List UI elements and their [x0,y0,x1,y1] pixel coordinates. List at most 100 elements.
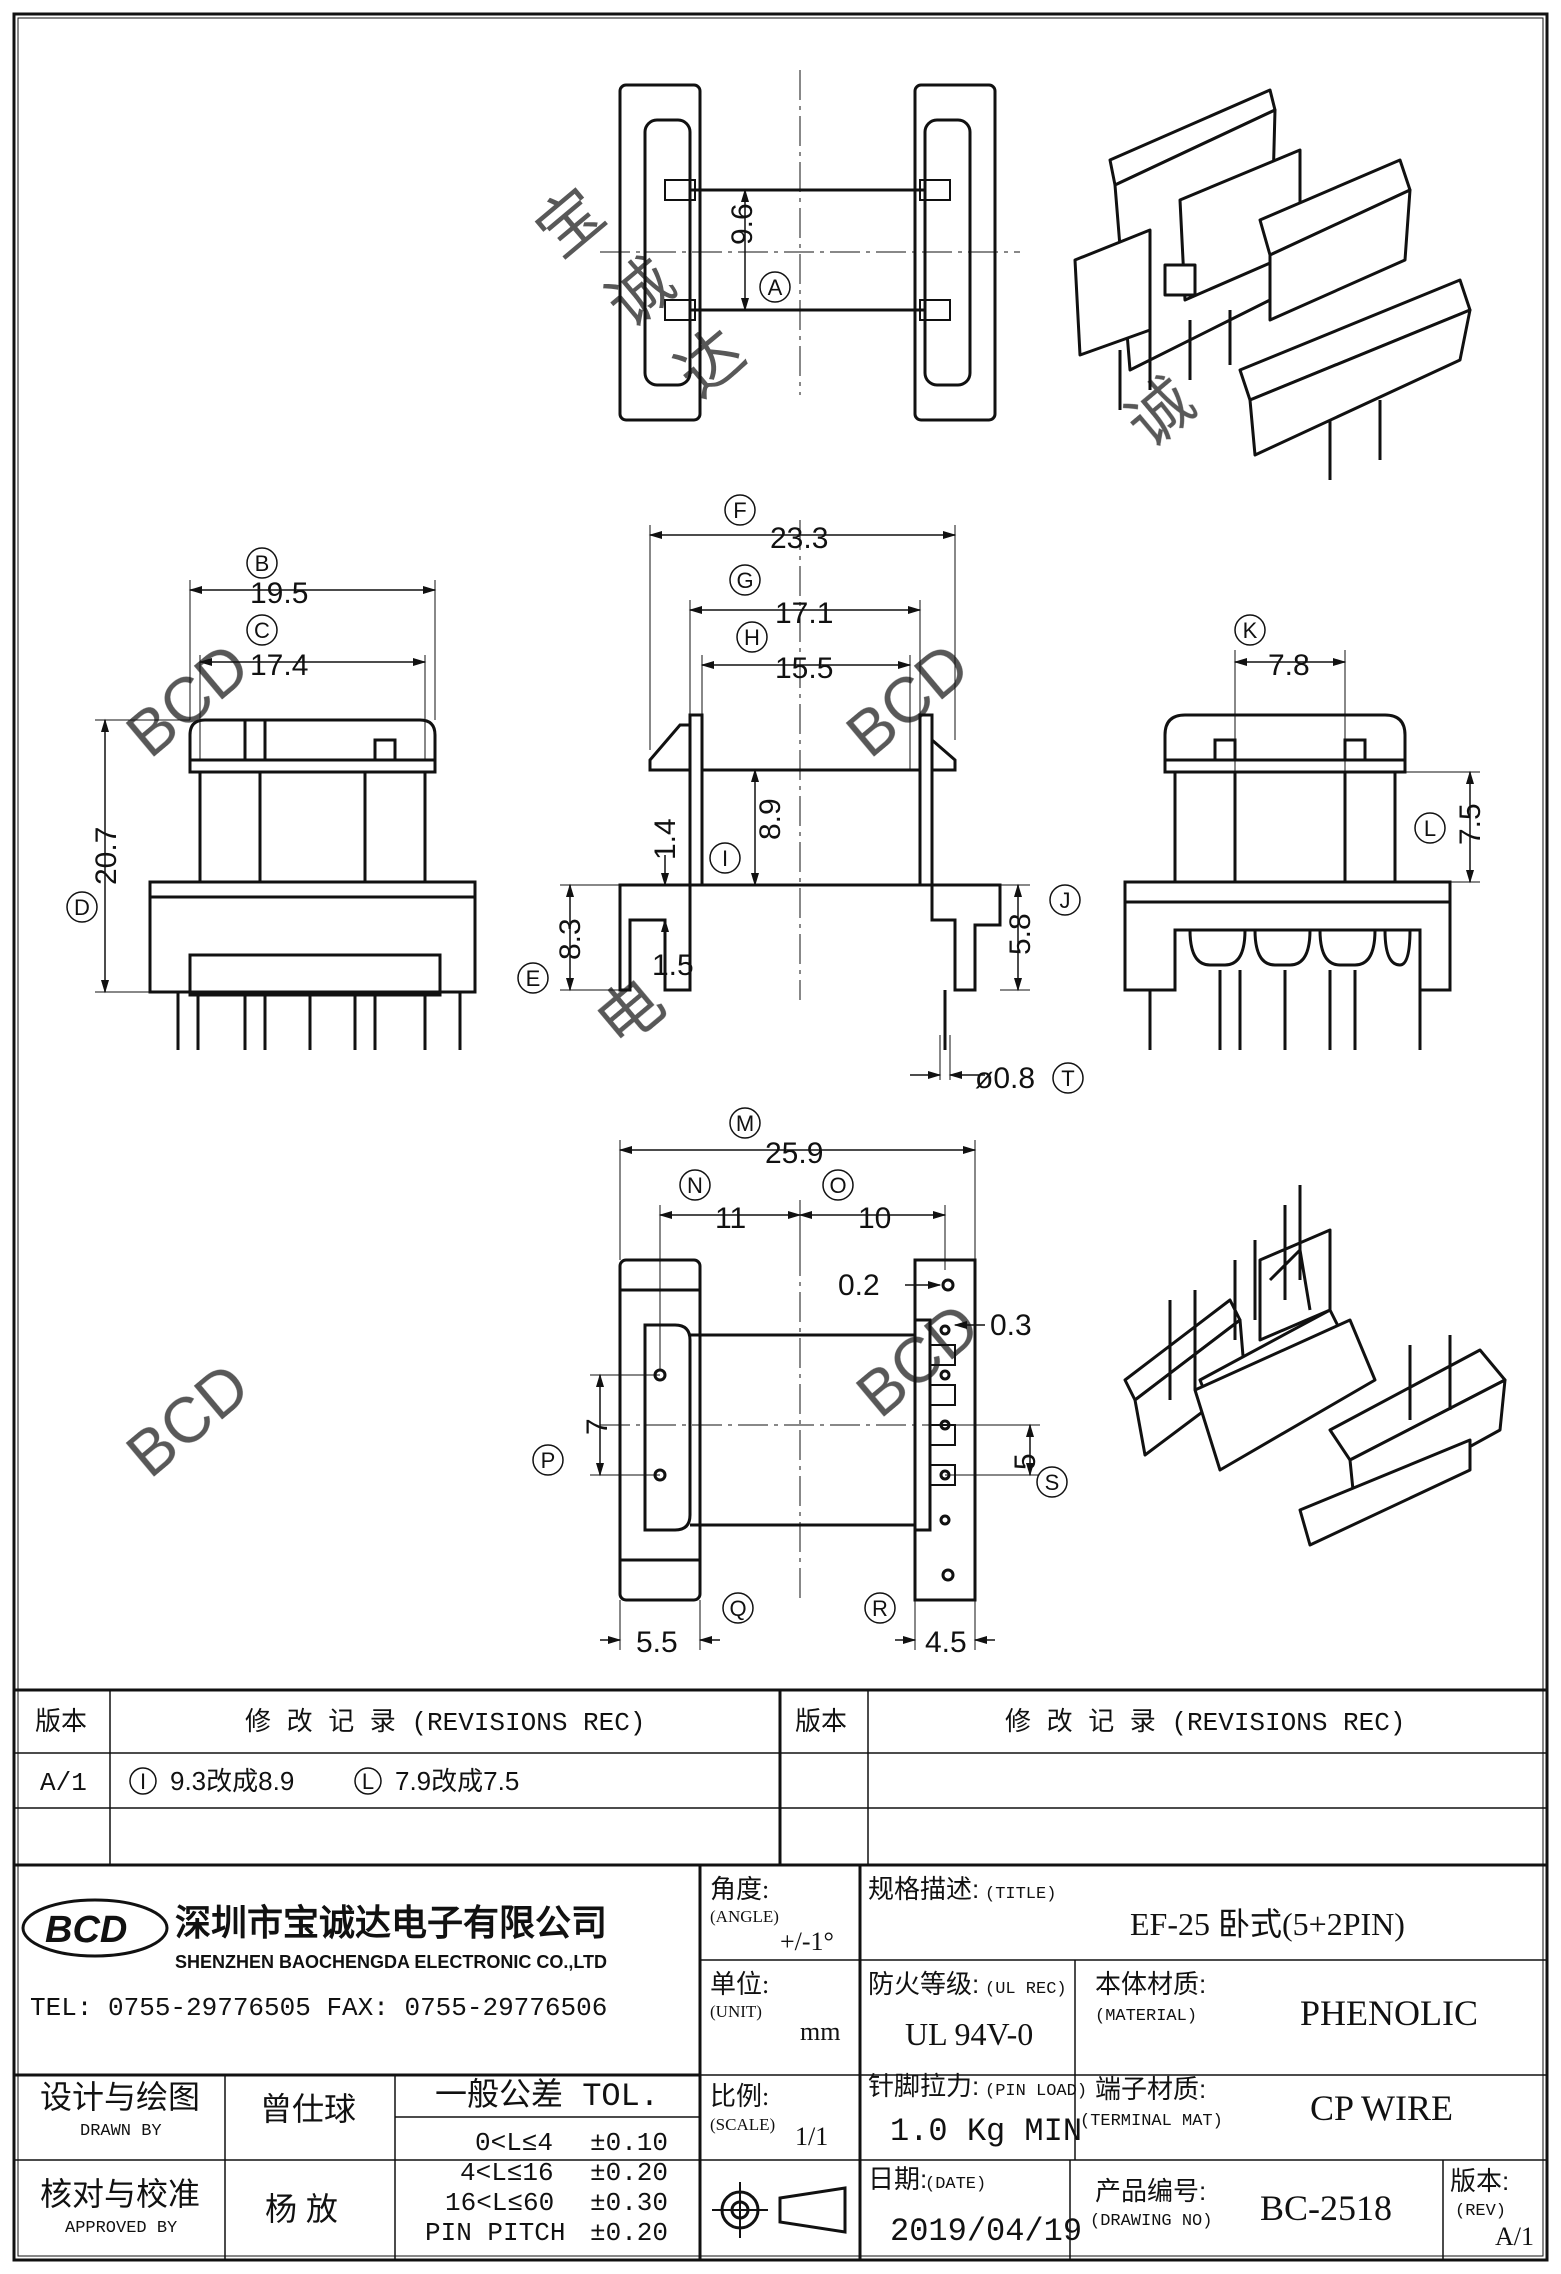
balloon-j [1049,884,1081,916]
balloon-p [532,1444,564,1476]
title-label-en: (TITLE) [985,1885,1056,1904]
drawing-border [17,17,1544,2257]
dim-p-value: 7 [581,1418,614,1435]
rev-marker-i [129,1767,157,1795]
approve-label-en: APPROVED BY [65,2219,177,2238]
dim-q-value: 5.5 [636,1626,678,1659]
top-view [600,70,1020,422]
dim-h-value: 15.5 [775,652,833,685]
balloon-c-label: C [254,618,270,643]
balloon-a [759,271,791,303]
approve-name: 杨 放 [265,2191,338,2227]
dim-side-1-4: 1.4 [649,818,682,860]
tol-range-3: 16<L≤60 [445,2188,554,2218]
isometric-view-bottom [1123,1185,1507,1547]
terminal-value: CP WIRE [1310,2088,1453,2128]
dim-m-value: 25.9 [765,1137,823,1170]
balloon-q-label: Q [729,1596,746,1621]
date-label: 日期: [868,2164,927,2194]
rev-row-version: A/1 [40,1768,87,1798]
side-view [560,520,1030,1080]
balloon-i [709,842,741,874]
date-label-en: (DATE) [925,2175,986,2194]
tolerance-title: 一般公差 TOL. [435,2077,659,2115]
balloon-m-label: M [736,1111,754,1136]
balloon-o-label: O [829,1173,846,1198]
dim-f-value: 23.3 [770,522,828,555]
logo-text: BCD [45,1909,127,1951]
dim-r-value: 4.5 [925,1626,967,1659]
pin-load-label-en: (PIN LOAD) [985,2082,1087,2101]
rev-label: 版本: [1450,2166,1509,2196]
rev-change-2: 7.9改成7.5 [395,1766,519,1796]
dim-t-value: ø0.8 [975,1062,1035,1095]
tol-value-4: ±0.20 [590,2218,668,2248]
ul-value: UL 94V-0 [905,2016,1033,2052]
watermark-text: 达 [663,314,758,410]
isometric-view-top [1073,88,1472,480]
company-name-en: SHENZHEN BAOCHENGDA ELECTRONIC CO.,LTD [175,1952,607,1972]
unit-value: mm [800,2017,840,2046]
balloon-e [517,962,549,994]
watermark-text: BCD [113,629,263,771]
dim-s-value: 5 [1009,1453,1042,1470]
title-value: EF-25 卧式(5+2PIN) [1130,1906,1405,1942]
dim-o-value: 10 [858,1202,891,1235]
balloon-p-label: P [541,1448,556,1473]
balloon-s [1036,1466,1068,1498]
balloon-j-label: J [1060,888,1071,913]
dim-l-value: 7.5 [1454,803,1487,845]
balloon-t [1052,1062,1084,1094]
balloon-c [246,614,278,646]
dim-c-value: 17.4 [250,649,308,682]
material-value: PHENOLIC [1300,1993,1478,2033]
end-view [1123,650,1480,1050]
balloon-b-label: B [255,551,270,576]
angle-value: +/-1° [780,1927,834,1956]
rev-header-records-left: 修 改 记 录 (REVISIONS REC) [245,1707,645,1738]
watermark-text: 诚 [593,244,688,340]
balloon-b [246,547,278,579]
terminal-label: 端子材质: [1095,2074,1206,2104]
pin-load-label: 针脚拉力: [868,2071,979,2101]
tol-range-1: 0<L≤4 [475,2128,553,2158]
dim-g-value: 17.1 [775,597,833,630]
tol-range-4: PIN PITCH [425,2218,565,2248]
drawing-no-label: 产品编号: [1095,2176,1206,2206]
design-label-en: DRAWN BY [80,2122,162,2141]
balloon-h [736,621,768,653]
company-name-cn: 深圳市宝诚达电子有限公司 [175,1902,607,1943]
balloon-l [1414,812,1446,844]
watermark-text: 诚 [1113,364,1208,460]
ul-label-en: (UL REC) [985,1980,1067,1999]
drawing-no-value: BC-2518 [1260,2188,1392,2228]
unit-label-en: (UNIT) [710,2002,762,2021]
balloon-d [66,891,98,923]
watermark-text: BCD [833,629,983,771]
tol-value-1: ±0.10 [590,2128,668,2158]
balloon-e-label: E [526,966,541,991]
design-label: 设计与绘图 [40,2079,200,2115]
balloon-i-label: I [722,846,728,871]
title-block-lines [14,1688,1547,2260]
balloon-l-label: L [1424,816,1436,841]
terminal-label-en: (TERMINAL MAT) [1080,2112,1223,2131]
design-name: 曾仕球 [260,2091,356,2127]
drawing-frame [12,12,1549,2262]
material-label-en: (MATERIAL) [1095,2007,1197,2026]
scale-label-en: (SCALE) [710,2115,775,2134]
balloon-d-label: D [74,895,90,920]
dim-d-value: 20.7 [90,827,123,885]
rev-marker-l [354,1767,382,1795]
dim-a-value: 9.6 [726,203,759,245]
ul-label: 防火等级: [868,1969,979,1999]
balloon-f-label: F [733,498,746,523]
material-label: 本体材质: [1095,1969,1206,1999]
balloon-m [729,1107,761,1139]
watermark-text: BCD [843,1289,993,1431]
projection-symbol-icon [712,2182,847,2238]
dim-bottom-0-3: 0.3 [990,1309,1032,1342]
rev-marker-i-label: I [140,1769,146,1794]
balloon-r-label: R [872,1596,888,1621]
scale-value: 1/1 [795,2122,828,2151]
